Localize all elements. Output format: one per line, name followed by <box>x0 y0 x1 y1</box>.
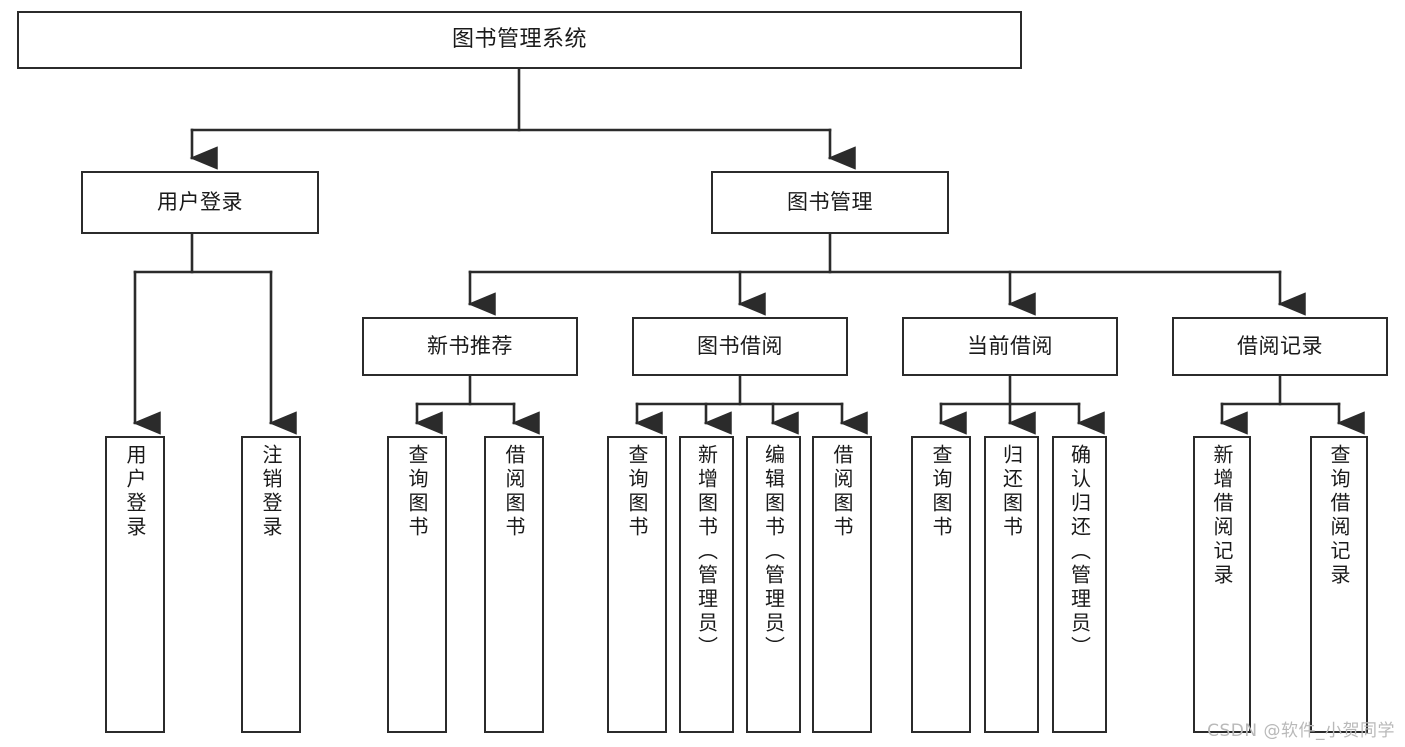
node-label: 借阅记录 <box>1237 334 1323 359</box>
node-label: 图书借阅 <box>697 334 783 359</box>
node-label: 新增借阅记录 <box>1210 444 1234 588</box>
node-current-borrowing[interactable]: 当前借阅 <box>902 317 1118 376</box>
leaf-query-books-recommend[interactable]: 查询图书 <box>387 436 447 733</box>
node-label: 注销登录 <box>259 444 283 540</box>
node-label: 查询借阅记录 <box>1327 444 1351 588</box>
node-root-book-management-system[interactable]: 图书管理系统 <box>17 11 1022 69</box>
leaf-add-book-admin[interactable]: 新增图书（管理员） <box>679 436 734 733</box>
node-label: 新书推荐 <box>427 334 513 359</box>
node-label: 图书管理系统 <box>451 27 587 53</box>
leaf-logout[interactable]: 注销登录 <box>241 436 301 733</box>
node-new-book-recommendation[interactable]: 新书推荐 <box>362 317 578 376</box>
node-label: 当前借阅 <box>967 334 1053 359</box>
node-label: 用户登录 <box>157 190 243 215</box>
node-label: 查询图书 <box>625 444 649 540</box>
leaf-user-login[interactable]: 用户登录 <box>105 436 165 733</box>
node-label: 图书管理 <box>787 190 873 215</box>
leaf-query-books-borrow[interactable]: 查询图书 <box>607 436 667 733</box>
node-borrowing-record[interactable]: 借阅记录 <box>1172 317 1388 376</box>
leaf-borrow-books[interactable]: 借阅图书 <box>812 436 872 733</box>
node-book-management[interactable]: 图书管理 <box>711 171 949 234</box>
leaf-add-borrow-record[interactable]: 新增借阅记录 <box>1193 436 1251 733</box>
node-label: 确认归还（管理员） <box>1067 444 1092 660</box>
node-book-borrowing[interactable]: 图书借阅 <box>632 317 848 376</box>
node-user-login[interactable]: 用户登录 <box>81 171 319 234</box>
node-label: 查询图书 <box>929 444 953 540</box>
leaf-edit-book-admin[interactable]: 编辑图书（管理员） <box>746 436 801 733</box>
node-label: 新增图书（管理员） <box>694 444 719 660</box>
node-label: 编辑图书（管理员） <box>761 444 786 660</box>
node-label: 查询图书 <box>405 444 429 540</box>
node-label: 借阅图书 <box>830 444 854 540</box>
node-label: 归还图书 <box>999 444 1024 540</box>
leaf-return-books[interactable]: 归还图书 <box>984 436 1039 733</box>
leaf-query-borrow-record[interactable]: 查询借阅记录 <box>1310 436 1368 733</box>
node-label: 用户登录 <box>123 444 147 540</box>
leaf-borrow-books-recommend[interactable]: 借阅图书 <box>484 436 544 733</box>
csdn-watermark: CSDN @软件_小贺同学 <box>1207 721 1395 741</box>
leaf-confirm-return-admin[interactable]: 确认归还（管理员） <box>1052 436 1107 733</box>
node-label: 借阅图书 <box>502 444 526 540</box>
leaf-query-books-current[interactable]: 查询图书 <box>911 436 971 733</box>
